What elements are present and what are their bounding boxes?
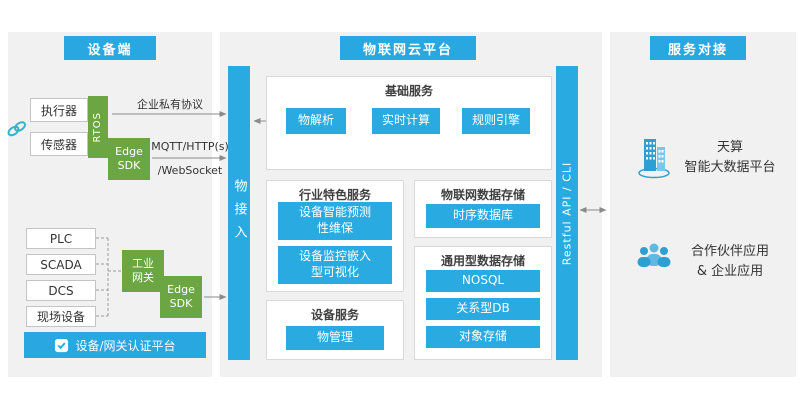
bigdata-platform-line2: 智能大数据平台 [684, 160, 776, 175]
mqtt-label: MQTT/HTTP(s) [151, 140, 229, 153]
sensor-box: 传感器 [30, 132, 88, 156]
object-storage-box: 对象存储 [426, 326, 540, 348]
link-icon [5, 117, 29, 145]
partner-apps-line2: & 企业应用 [696, 264, 764, 279]
rtos-box: RTOS [88, 96, 108, 158]
restful-api-bar: Restful API / CLI [556, 66, 578, 360]
platform-section-header: 物联网云平台 [340, 36, 476, 60]
services-section-header: 服务对接 [650, 36, 746, 60]
timeseries-db-box: 时序数据库 [426, 204, 540, 228]
thing-access-bar: 物接入 [228, 66, 250, 360]
bigdata-platform-label: 天算 智能大数据平台 [674, 138, 786, 178]
device-services-title: 设备服务 [310, 308, 359, 322]
device-monitor-viz-box: 设备监控嵌入型可视化 [278, 246, 392, 284]
websocket-label: /WebSocket [157, 164, 223, 177]
field-item-scada: SCADA [26, 254, 96, 275]
partner-apps-label: 合作伙伴应用 & 企业应用 [668, 242, 792, 282]
basic-services-title: 基础服务 [384, 84, 433, 98]
thing-parse-box: 物解析 [286, 108, 346, 134]
people-icon [634, 240, 674, 278]
general-storage-title: 通用型数据存储 [440, 254, 525, 268]
auth-platform-bar: 设备/网关认证平台 [24, 332, 206, 358]
device-section-header: 设备端 [64, 36, 156, 60]
restful-api-label: Restful API / CLI [560, 161, 574, 265]
nosql-box: NOSQL [426, 270, 540, 292]
thing-management-box: 物管理 [286, 326, 384, 350]
building-icon [634, 134, 674, 184]
iot-storage-title: 物联网数据存储 [440, 188, 525, 202]
edge-sdk-top-box: Edge SDK [108, 138, 150, 180]
predictive-maintenance-box: 设备智能预测性维保 [278, 202, 392, 240]
field-item-plc: PLC [26, 228, 96, 249]
shield-check-icon [54, 338, 69, 353]
partner-apps-line1: 合作伙伴应用 [690, 244, 769, 259]
rtos-label: RTOS [91, 111, 103, 143]
realtime-compute-box: 实时计算 [372, 108, 440, 134]
private-protocol-label: 企业私有协议 [137, 98, 203, 111]
field-item-dcs: DCS [26, 280, 96, 301]
auth-platform-label: 设备/网关认证平台 [75, 338, 176, 353]
industrial-gateway-box: 工业网关 [122, 250, 164, 292]
actuator-box: 执行器 [30, 98, 88, 122]
bigdata-platform-line1: 天算 [716, 140, 743, 155]
thing-access-label: 物接入 [231, 178, 247, 248]
relational-db-box: 关系型DB [426, 298, 540, 320]
services-panel [610, 32, 796, 377]
rule-engine-box: 规则引擎 [462, 108, 530, 134]
edge-sdk-bottom-box: Edge SDK [160, 276, 202, 318]
field-item-site-devices: 现场设备 [26, 306, 96, 327]
industry-services-title: 行业特色服务 [298, 188, 371, 202]
